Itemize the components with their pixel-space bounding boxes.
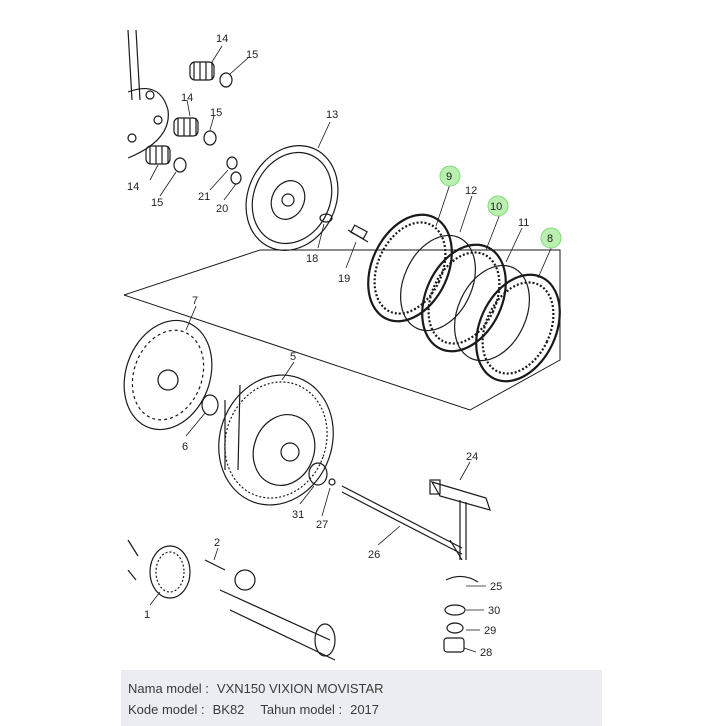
callout-30[interactable]: 30 bbox=[488, 605, 500, 617]
callout-31[interactable]: 31 bbox=[292, 509, 304, 521]
push-rod bbox=[347, 224, 369, 243]
leader-lines bbox=[149, 45, 553, 653]
bearing bbox=[443, 637, 465, 653]
clutch-spring bbox=[189, 61, 215, 81]
callout-highlight-10 bbox=[487, 195, 509, 217]
washer bbox=[201, 394, 219, 416]
shaft-edge-line bbox=[135, 29, 141, 101]
model-code-value: BK82 bbox=[212, 702, 245, 717]
friction-plate-8 bbox=[475, 273, 561, 383]
model-info-panel: Nama model : VXN150 VIXION MOVISTAR Kode … bbox=[121, 670, 602, 726]
callout-26[interactable]: 26 bbox=[368, 549, 380, 561]
callout-25[interactable]: 25 bbox=[490, 581, 502, 593]
callout-20[interactable]: 20 bbox=[216, 203, 228, 215]
model-name-row: Nama model : VXN150 VIXION MOVISTAR bbox=[128, 678, 602, 699]
clutch-spring bbox=[173, 117, 199, 137]
callout-8[interactable]: 8 bbox=[547, 233, 553, 245]
washer bbox=[230, 171, 242, 185]
ball bbox=[328, 478, 336, 486]
callout-24[interactable]: 24 bbox=[466, 451, 478, 463]
primary-drive-gear bbox=[123, 319, 213, 431]
nut bbox=[226, 156, 238, 170]
callout-15[interactable]: 15 bbox=[210, 107, 222, 119]
spring-25 bbox=[445, 575, 479, 583]
callout-9[interactable]: 9 bbox=[446, 171, 452, 183]
callout-10[interactable]: 10 bbox=[490, 201, 502, 213]
clutch-housing bbox=[218, 374, 334, 506]
callout-7[interactable]: 7 bbox=[192, 295, 198, 307]
model-year-value: 2017 bbox=[350, 702, 380, 717]
callout-14[interactable]: 14 bbox=[127, 181, 139, 193]
callout-6[interactable]: 6 bbox=[182, 441, 188, 453]
callout-highlight-9 bbox=[439, 165, 461, 187]
clutch-spring bbox=[145, 145, 171, 165]
callout-29[interactable]: 29 bbox=[484, 625, 496, 637]
primary-drive-gear-1 bbox=[149, 545, 191, 599]
clutch-plate-11 bbox=[454, 264, 530, 362]
callout-13[interactable]: 13 bbox=[326, 109, 338, 121]
friction-plate-10 bbox=[421, 243, 507, 353]
model-code-row: Kode model : BK82 Tahun model : 2017 bbox=[128, 699, 602, 720]
callout-28[interactable]: 28 bbox=[480, 647, 492, 659]
oil-seal bbox=[446, 622, 464, 634]
shaft-edge-line bbox=[127, 29, 133, 101]
callout-27[interactable]: 27 bbox=[316, 519, 328, 531]
callout-12[interactable]: 12 bbox=[465, 185, 477, 197]
circlip bbox=[444, 604, 466, 616]
shaft-edge-line bbox=[127, 539, 139, 581]
clutch-boss bbox=[245, 145, 339, 251]
callout-labels: 14 15 14 15 13 14 15 21 20 18 19 9 12 10… bbox=[127, 33, 553, 659]
callout-15[interactable]: 15 bbox=[151, 197, 163, 209]
callout-1[interactable]: 1 bbox=[144, 609, 150, 621]
washer bbox=[203, 130, 217, 146]
clutch-plate-12 bbox=[400, 234, 476, 332]
o-ring bbox=[308, 462, 328, 486]
key bbox=[204, 559, 226, 571]
model-name-label: Nama model : bbox=[128, 681, 209, 696]
model-name-value: VXN150 VIXION MOVISTAR bbox=[216, 681, 384, 696]
callout-14[interactable]: 14 bbox=[181, 92, 193, 104]
crankshaft bbox=[219, 569, 336, 661]
model-code-label: Kode model : bbox=[128, 702, 205, 717]
callout-highlight-8 bbox=[540, 227, 562, 249]
callout-5[interactable]: 5 bbox=[290, 351, 296, 363]
callout-21[interactable]: 21 bbox=[198, 191, 210, 203]
callout-19[interactable]: 19 bbox=[338, 273, 350, 285]
callout-14[interactable]: 14 bbox=[216, 33, 228, 45]
friction-plate-9 bbox=[367, 213, 453, 323]
push-lever bbox=[429, 479, 491, 560]
callout-2[interactable]: 2 bbox=[214, 537, 220, 549]
clutch-exploded-diagram: 14 15 14 15 13 14 15 21 20 18 19 9 12 10… bbox=[123, 29, 562, 661]
callout-11[interactable]: 11 bbox=[518, 217, 529, 229]
washer bbox=[173, 157, 187, 173]
model-year-label: Tahun model : bbox=[260, 702, 343, 717]
washer bbox=[219, 72, 233, 88]
callout-15[interactable]: 15 bbox=[246, 49, 258, 61]
bearing-washer bbox=[319, 213, 333, 223]
callout-18[interactable]: 18 bbox=[306, 253, 318, 265]
